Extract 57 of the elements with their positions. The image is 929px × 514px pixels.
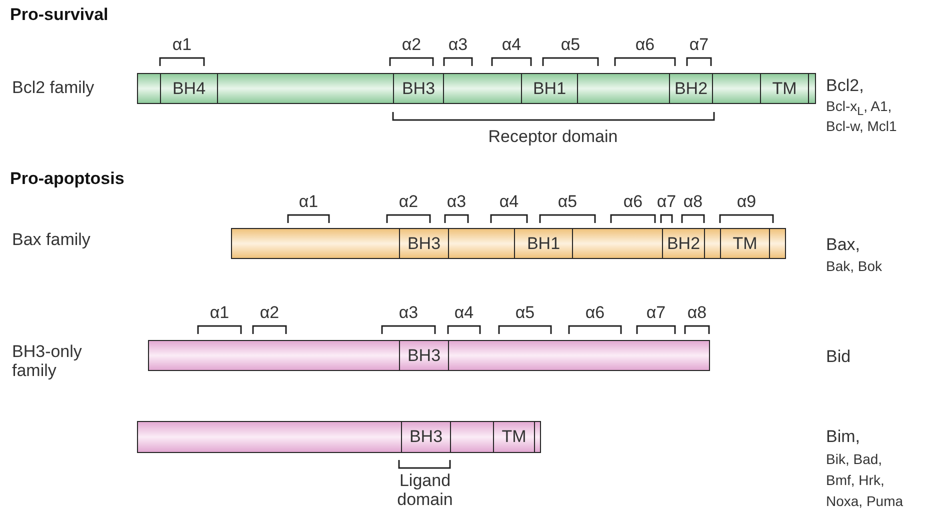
- protein-name: Bmf, Hrk,: [826, 473, 884, 488]
- family-label: Bax family: [12, 231, 90, 250]
- helix-label: α7: [688, 36, 710, 55]
- helix-label: α2: [398, 193, 420, 212]
- helix-label: α6: [634, 36, 656, 55]
- domain-segment: TM: [760, 74, 809, 103]
- helix-label: α8: [682, 193, 704, 212]
- protein-bar: [148, 340, 710, 371]
- protein-name: Bid: [826, 348, 851, 367]
- protein-name: Noxa, Puma: [826, 494, 904, 510]
- helix-label: α4: [500, 36, 522, 55]
- protein-name: Bik, Bad,: [826, 452, 882, 468]
- helix-label: α2: [400, 36, 422, 55]
- domain-label: Receptor domain: [487, 128, 619, 147]
- helix-label: α8: [686, 304, 708, 323]
- protein-name: Bcl2,: [826, 77, 864, 96]
- protein-name: Bax,: [826, 236, 860, 255]
- domain-segment: BH1: [514, 229, 573, 258]
- domain-segment: TM: [493, 422, 535, 452]
- helix-label: α1: [171, 36, 193, 55]
- domain-segment: TM: [720, 229, 770, 258]
- helix-label: α9: [736, 193, 758, 212]
- section-heading: Pro-apoptosis: [10, 170, 124, 189]
- domain-segment: BH3: [399, 341, 449, 370]
- domain-segment: BH1: [521, 74, 578, 103]
- helix-label: α1: [298, 193, 320, 212]
- helix-label: α7: [656, 193, 678, 212]
- family-label: BH3-only family: [12, 343, 83, 380]
- domain-label: Ligand domain: [396, 472, 454, 510]
- helix-label: α4: [498, 193, 520, 212]
- protein-name: Bcl-x$_{L}$, A1,: [826, 99, 892, 119]
- protein-name: Bak, Bok: [826, 259, 882, 274]
- protein-bar: [231, 228, 786, 259]
- domain-segment: BH3: [393, 74, 444, 103]
- helix-label: α5: [560, 36, 582, 55]
- helix-label: α5: [556, 193, 578, 212]
- domain-segment: BH2: [669, 74, 713, 103]
- domain-segment: BH3: [399, 229, 449, 258]
- helix-label: α7: [645, 304, 667, 323]
- protein-name: Bcl-w, Mcl1: [826, 119, 897, 134]
- helix-label: α5: [514, 304, 536, 323]
- section-heading: Pro-survival: [10, 6, 108, 25]
- domain-segment: BH2: [662, 229, 705, 258]
- helix-label: α3: [398, 304, 420, 323]
- protein-bar: [137, 73, 816, 104]
- helix-label: α4: [453, 304, 475, 323]
- helix-label: α1: [208, 304, 230, 323]
- domain-segment: BH4: [160, 74, 218, 103]
- domain-segment: BH3: [401, 422, 451, 452]
- protein-name: Bim,: [826, 428, 860, 447]
- helix-label: α2: [258, 304, 280, 323]
- helix-label: α3: [447, 36, 469, 55]
- protein-bar: [137, 421, 541, 453]
- family-label: Bcl2 family: [12, 79, 94, 98]
- helix-label: α6: [622, 193, 644, 212]
- helix-label: α6: [584, 304, 606, 323]
- helix-label: α3: [446, 193, 468, 212]
